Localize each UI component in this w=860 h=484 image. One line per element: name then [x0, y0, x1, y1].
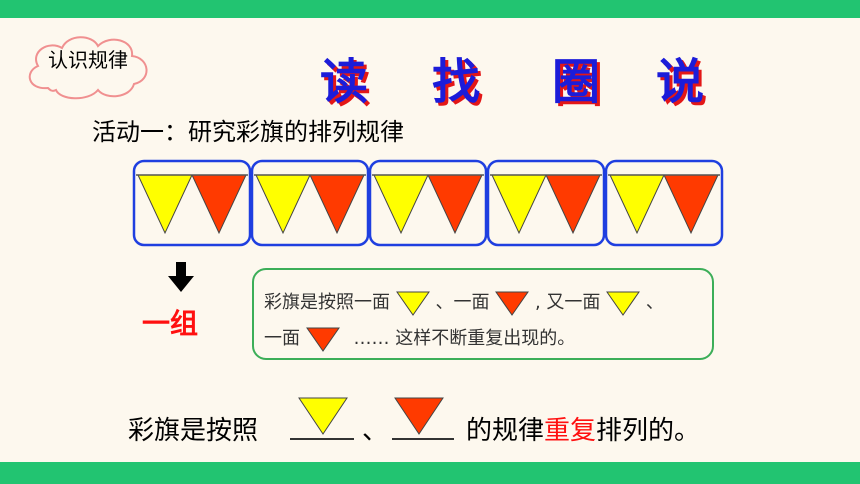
- flag-group: [132, 159, 252, 247]
- yellow-flag: [609, 174, 665, 235]
- yellow-flag: [491, 174, 547, 235]
- red-flag-icon: [495, 291, 530, 316]
- summary-suffix: 排列的。: [596, 416, 701, 446]
- rule-line-2: 一面 …… 这样不断重复出现的。: [264, 324, 575, 352]
- summary-rest: 的规律重复排列的。: [466, 410, 700, 447]
- summary-prefix: 彩旗是按照: [128, 416, 259, 446]
- rule-text-5: 一面: [264, 328, 300, 349]
- red-flag: [545, 174, 601, 235]
- down-arrow-icon: [168, 262, 194, 292]
- flag-group: [250, 159, 370, 247]
- rule-box: [252, 268, 714, 360]
- topic-tag: 认识规律: [48, 48, 128, 72]
- flag-group: [368, 159, 488, 247]
- red-flag: [309, 174, 365, 235]
- yellow-flag-icon: [298, 397, 348, 435]
- cloud-shape: [28, 36, 148, 100]
- bottom-bar: [0, 462, 860, 484]
- group-frame: [604, 159, 724, 247]
- flag-group: [604, 159, 724, 247]
- red-flag: [191, 174, 247, 235]
- red-flag-icon: [305, 327, 340, 352]
- summary-middle: 的规律: [466, 416, 545, 446]
- title-char-say: 说: [656, 54, 705, 110]
- summary-separator: 、: [362, 416, 389, 446]
- top-bar: [0, 0, 860, 18]
- flag-row: [132, 159, 724, 247]
- rule-line-1: 彩旗是按照一面 、一面 , 又一面 、: [264, 288, 664, 316]
- yellow-flag-icon: [395, 291, 430, 316]
- group-frame: [132, 159, 252, 247]
- title-char-circle: 圈: [552, 54, 601, 110]
- yellow-flag: [255, 174, 311, 235]
- activity-heading: 活动一：研究彩旗的排列规律: [92, 118, 404, 146]
- rule-text-4: 、: [645, 292, 664, 313]
- rule-text-2: 、一面: [435, 292, 490, 313]
- yellow-flag: [373, 174, 429, 235]
- summary-highlight: 重复: [544, 416, 597, 446]
- answer-blank-2: [392, 438, 454, 440]
- group-frame: [250, 159, 370, 247]
- yellow-flag: [137, 174, 193, 235]
- red-flag: [663, 174, 719, 235]
- rule-text-1: 彩旗是按照一面: [264, 292, 390, 313]
- group-frame: [486, 159, 606, 247]
- title-char-find: 找: [432, 54, 481, 110]
- rule-text-3: , 又一面: [534, 292, 601, 313]
- answer-blank-1: [290, 438, 354, 440]
- flag-group: [486, 159, 606, 247]
- title-char-read: 读: [320, 54, 369, 110]
- rule-text-6: …… 这样不断重复出现的。: [353, 328, 576, 349]
- yellow-flag-icon: [606, 291, 641, 316]
- red-flag: [427, 174, 483, 235]
- red-flag-icon: [394, 397, 444, 435]
- group-frame: [368, 159, 488, 247]
- group-label: 一组: [142, 307, 199, 340]
